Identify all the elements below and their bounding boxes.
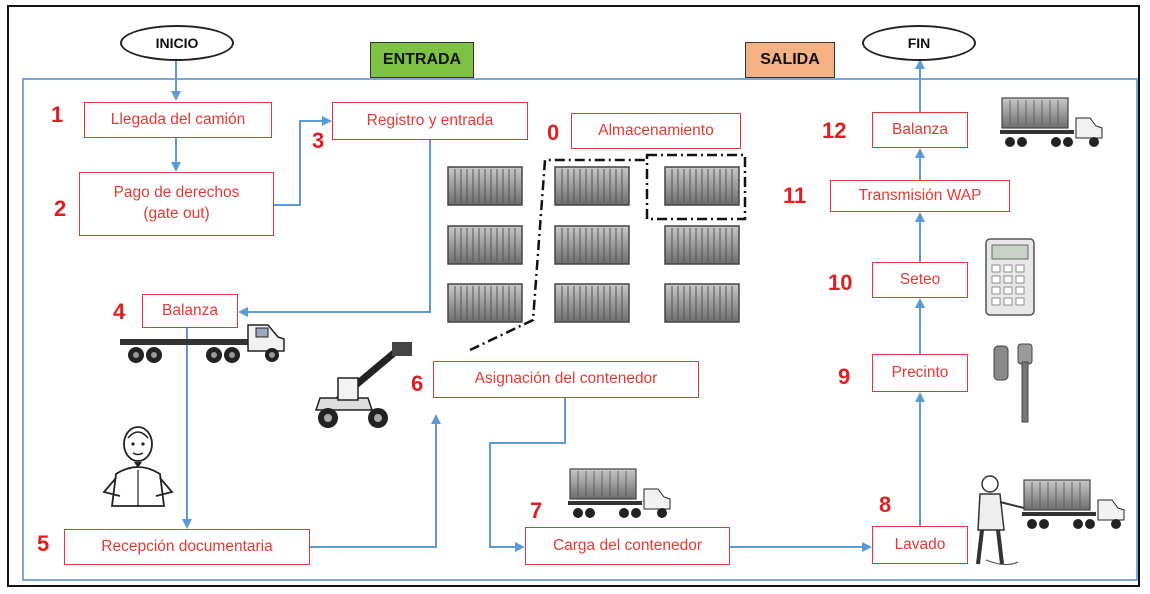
step-number-0: 0 [547,120,560,145]
start-node: INICIO [120,25,234,61]
step-1-label: Llegada del camión [110,110,246,128]
storage-zone-outline [469,158,645,352]
container-icon [554,283,630,323]
step-number-6: 6 [411,371,424,396]
terminal-area [22,78,1138,581]
container-icon [554,166,630,206]
step-2-box: Pago de derechos (gate out) [79,172,274,236]
arrow-5-to-6 [310,414,441,548]
step-number-4: 4 [113,299,126,324]
step-number-3: 3 [312,128,325,153]
step-2-label: Pago de derechos [113,184,240,202]
truck-icon [998,96,1108,156]
step-10-label: Seteo [899,270,941,288]
truck-icon [566,467,676,527]
step-5-label: Recepción documentaria [101,537,273,555]
step-number-1: 1 [51,102,64,127]
step-8-box: Lavado [872,526,968,564]
container-icon [554,225,630,265]
step-9-box: Precinto [872,354,968,392]
step-number-5: 5 [37,531,50,556]
step-4-box: Balanza [142,294,238,328]
step-9-label: Precinto [891,363,949,381]
exit-section-label: SALIDA [745,42,835,78]
step-7-box: Carga del contenedor [525,527,730,565]
step-12-box: Balanza [872,112,968,148]
washer-icon [976,475,1025,566]
step-7-label: Carga del contenedor [552,536,703,554]
container-icon [664,283,740,323]
clerk-icon [102,426,174,507]
step-1-box: Llegada del camión [84,102,272,138]
truck-icon [118,315,288,365]
arrow-2-to-3 [274,116,332,206]
step-number-11: 11 [783,183,807,208]
diagram-frame [7,5,1140,587]
truck-icon [1020,478,1130,538]
seal-icon [993,343,1033,423]
step-number-9: 9 [838,364,851,389]
step-number-10: 10 [828,270,853,295]
step-6-box: Asignación del contenedor [433,361,699,398]
step-12-label: Balanza [891,120,948,138]
step-3-label: Registro y entrada [366,111,494,129]
step-10-box: Seteo [872,262,968,298]
entry-section-label: ENTRADA [370,42,474,78]
selected-container-outline [645,153,747,221]
end-node: FIN [862,25,976,61]
step-11-label: Transmisión WAP [858,186,982,204]
step-number-7: 7 [530,498,543,523]
step-number-12: 12 [822,118,847,143]
reach-stacker-icon [314,342,412,428]
step-6-label: Asignación del contenedor [474,370,658,388]
container-icon [664,225,740,265]
step-number-8: 8 [879,492,892,517]
container-icon [447,283,523,323]
step-8-label: Lavado [894,535,946,553]
step-5-box: Recepción documentaria [64,529,310,565]
container-icon [664,166,740,206]
calculator-icon [985,238,1035,316]
step-11-box: Transmisión WAP [830,180,1010,212]
step-2-sublabel: (gate out) [143,205,210,222]
container-icon [447,166,523,206]
step-0-label: Almacenamiento [598,121,714,139]
step-number-2: 2 [54,196,67,221]
arrow-3-to-4 [238,140,431,317]
step-0-box: Almacenamiento [571,113,741,149]
arrow-6-to-7 [489,398,566,552]
step-4-label: Balanza [161,301,218,319]
container-icon [447,225,523,265]
step-3-box: Registro y entrada [332,102,528,140]
